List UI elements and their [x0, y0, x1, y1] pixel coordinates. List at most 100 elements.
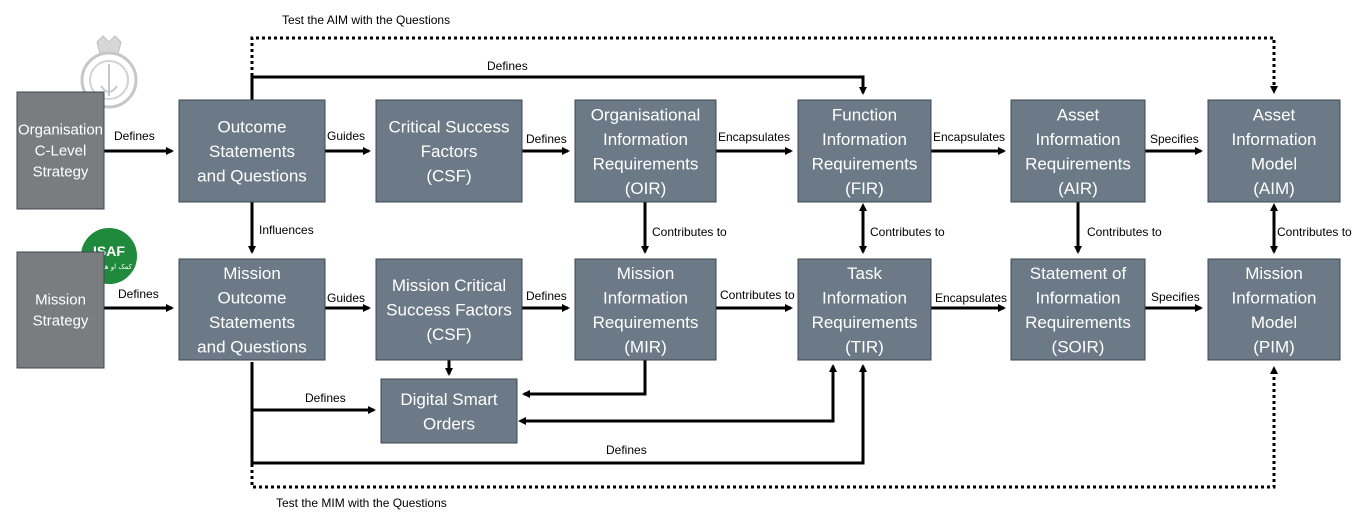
- mission-outcome-box-line: Outcome: [218, 288, 287, 307]
- oir-box-line: Requirements: [593, 154, 699, 173]
- mir-box-shape: [574, 258, 717, 361]
- critical-success-factors-box-shape: [375, 99, 523, 203]
- soir-box-line: Requirements: [1025, 313, 1131, 332]
- organisation-strategy-box-line: Organisation: [18, 122, 103, 139]
- specifies-pim-label: Specifies: [1151, 290, 1200, 304]
- soir-box: Statement ofInformationRequirements(SOIR…: [1010, 258, 1146, 361]
- aim-box-shape: [1207, 99, 1341, 203]
- mission-outcome-box-shape: [178, 258, 326, 361]
- defines-mir-label: Defines: [526, 289, 567, 303]
- soir-box-shape: [1010, 258, 1146, 361]
- fir-box-line: Requirements: [812, 154, 918, 173]
- contributes-tir-row-label: Contributes to: [720, 288, 795, 302]
- digital-smart-orders-box-line: Orders: [423, 414, 475, 433]
- crest-logo: [80, 35, 138, 109]
- outcome-defines-fir-connector: [250, 75, 867, 100]
- test-aim-label: Test the AIM with the Questions: [282, 13, 450, 27]
- oir-box-line: Organisational: [591, 105, 701, 124]
- tir-box-line: Requirements: [812, 313, 918, 332]
- pim-box-line: (PIM): [1253, 337, 1295, 356]
- influences-label: Influences: [259, 223, 314, 237]
- organisation-strategy-box-line: C-Level: [35, 143, 87, 160]
- organisation-strategy-box-shape: [16, 91, 105, 210]
- outcome-statements-box-line: Outcome: [218, 118, 287, 137]
- svg-text:کمک او همکاری: کمک او همکاری: [86, 263, 133, 271]
- defines-fir-label: Defines: [487, 59, 528, 73]
- oir-box-line: Information: [603, 130, 688, 149]
- soir-box-line: (SOIR): [1052, 337, 1105, 356]
- encapsulates-soir-label: Encapsulates: [935, 291, 1007, 305]
- mission-outcome-defines-tir-connector: [250, 364, 867, 465]
- encapsulates-air-label: Encapsulates: [933, 130, 1005, 144]
- pim-box-line: Information: [1231, 288, 1316, 307]
- tir-box-line: (TIR): [845, 337, 884, 356]
- aim-box-line: Model: [1251, 154, 1297, 173]
- air-box-line: Asset: [1057, 105, 1100, 124]
- pim-box-line: Model: [1251, 313, 1297, 332]
- mission-outcome-box-line: Statements: [209, 313, 295, 332]
- mission-csf-box-line: Success Factors: [386, 301, 512, 320]
- defines-oir-label: Defines: [526, 132, 567, 146]
- mission-outcome-box-line: and Questions: [197, 337, 307, 356]
- oir-box-line: (OIR): [625, 179, 667, 198]
- contributes-pim-label: Contributes to: [1277, 225, 1352, 239]
- guides-mission-label: Guides: [327, 291, 365, 305]
- mission-strategy-box-shape: [16, 251, 105, 369]
- aim-box-line: (AIM): [1253, 179, 1295, 198]
- test-aim-connector: [250, 36, 1278, 100]
- contributes-tir-label: Contributes to: [870, 225, 945, 239]
- dso-tir-connector: [518, 364, 837, 425]
- air-box-line: (AIR): [1058, 179, 1098, 198]
- mission-csf-box-line: (CSF): [426, 325, 471, 344]
- aim-box-line: Asset: [1253, 105, 1296, 124]
- outcome-statements-box-line: and Questions: [197, 167, 307, 186]
- encapsulates-fir-label: Encapsulates: [718, 130, 790, 144]
- tir-box-line: Information: [822, 288, 907, 307]
- mission-strategy-box-line: Mission: [35, 292, 86, 309]
- mission-outcome-box-line: Mission: [223, 264, 281, 283]
- aim-box-line: Information: [1231, 130, 1316, 149]
- defines-dso-label: Defines: [305, 391, 346, 405]
- air-box-line: Requirements: [1025, 154, 1131, 173]
- mission-strategy-box-line: Strategy: [33, 313, 89, 330]
- outcome-statements-box-shape: [178, 99, 326, 203]
- fir-box-line: Function: [832, 105, 897, 124]
- mir-box-line: (MIR): [624, 337, 666, 356]
- tir-box-line: Task: [847, 264, 882, 283]
- organisation-strategy-box-line: Strategy: [33, 164, 89, 181]
- mir-dso-connector: [522, 360, 647, 398]
- specifies-aim-label: Specifies: [1150, 132, 1199, 146]
- defines-mission-label: Defines: [118, 287, 159, 301]
- fir-box-shape: [797, 99, 932, 203]
- defines-label: Defines: [114, 129, 155, 143]
- guides-label: Guides: [327, 129, 365, 143]
- soir-box-line: Information: [1035, 288, 1120, 307]
- defines-tir-label: Defines: [606, 443, 647, 457]
- critical-success-factors-box-line: Factors: [421, 142, 478, 161]
- fir-box-line: Information: [822, 130, 907, 149]
- air-box-shape: [1010, 99, 1146, 203]
- oir-box-shape: [574, 99, 717, 203]
- contributes-mir-label: Contributes to: [652, 225, 727, 239]
- pim-box-line: Mission: [1245, 264, 1303, 283]
- air-box-line: Information: [1035, 130, 1120, 149]
- tir-box-shape: [797, 258, 932, 361]
- mir-box-line: Information: [603, 288, 688, 307]
- mir-box-line: Mission: [617, 264, 675, 283]
- critical-success-factors-box-line: Critical Success: [389, 118, 510, 137]
- digital-smart-orders-box-line: Digital Smart: [400, 390, 498, 409]
